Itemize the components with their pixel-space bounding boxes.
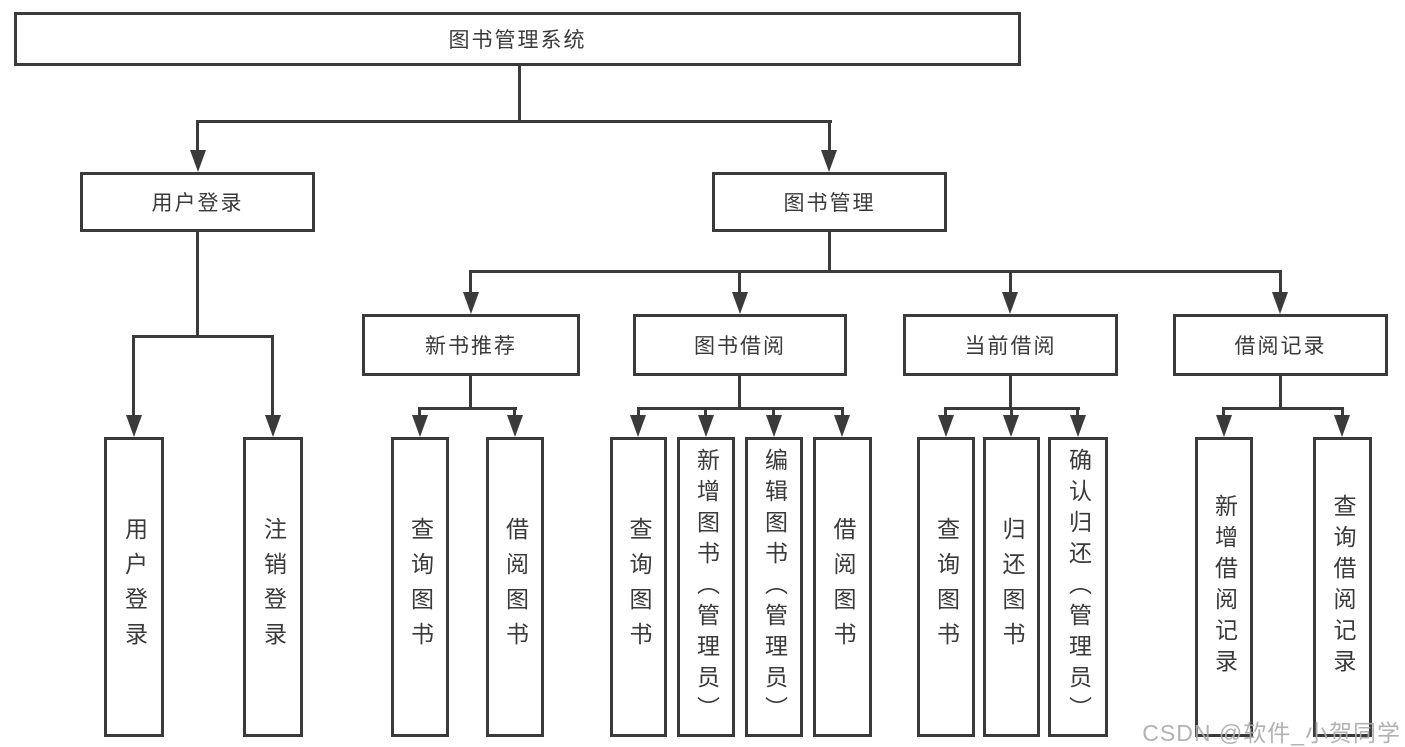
connector-line xyxy=(1222,407,1225,419)
leaf-label: 注销登录 xyxy=(260,517,287,657)
leaf-label: 归还图书 xyxy=(999,517,1025,657)
node-label: 借阅记录 xyxy=(1234,335,1327,358)
arrow-down-icon xyxy=(732,292,748,314)
connector-line xyxy=(772,407,775,419)
connector-line xyxy=(1009,270,1012,296)
leaf-return-books: 归还图书 xyxy=(983,437,1040,737)
leaf-label: 查询图书 xyxy=(626,517,652,657)
connector-line xyxy=(1279,270,1282,296)
leaf-label: 新增借阅记录 xyxy=(1211,494,1238,680)
connector-line xyxy=(132,335,274,338)
connector-line xyxy=(841,407,844,419)
connector-line xyxy=(1076,407,1079,419)
connector-line xyxy=(196,120,199,152)
node-current-borrowing: 当前借阅 xyxy=(903,314,1118,376)
leaf-add-borrow-record: 新增借阅记录 xyxy=(1195,437,1253,737)
node-label: 用户登录 xyxy=(151,192,244,215)
leaf-edit-books-admin: 编辑图书（管理员） xyxy=(745,437,803,737)
node-root-system: 图书管理系统 xyxy=(14,12,1021,66)
node-label: 图书借阅 xyxy=(694,335,786,358)
leaf-label: 借阅图书 xyxy=(502,517,529,657)
leaf-borrow-books-borrowing: 借阅图书 xyxy=(813,437,872,737)
connector-line xyxy=(196,232,199,338)
arrow-down-icon xyxy=(630,415,646,437)
connector-line xyxy=(828,120,831,152)
arrow-down-icon xyxy=(1334,415,1350,437)
leaf-add-books-admin: 新增图书（管理员） xyxy=(677,437,735,737)
connector-line xyxy=(469,376,472,410)
leaf-query-books-recommend: 查询图书 xyxy=(391,437,449,737)
connector-line xyxy=(944,407,947,419)
leaf-confirm-return-admin: 确认归还（管理员） xyxy=(1048,437,1108,737)
connector-line xyxy=(704,407,707,419)
leaf-label: 确认归还（管理员） xyxy=(1065,447,1092,727)
connector-line xyxy=(1341,407,1344,419)
leaf-user-login: 用户登录 xyxy=(104,437,164,737)
arrow-down-icon xyxy=(265,415,281,437)
arrow-down-icon xyxy=(190,150,206,172)
arrow-down-icon xyxy=(1272,292,1288,314)
connector-line xyxy=(738,376,741,410)
leaf-logout: 注销登录 xyxy=(243,437,303,737)
arrow-down-icon xyxy=(821,150,837,172)
connector-line xyxy=(1279,376,1282,410)
node-new-book-recommend: 新书推荐 xyxy=(362,314,580,376)
leaf-query-books-current: 查询图书 xyxy=(917,437,975,737)
connector-line xyxy=(1009,376,1012,410)
arrow-down-icon xyxy=(412,415,428,437)
leaf-label: 查询图书 xyxy=(933,517,960,657)
arrow-down-icon xyxy=(507,415,523,437)
connector-line xyxy=(1222,407,1344,410)
leaf-label: 借阅图书 xyxy=(830,517,856,657)
leaf-label: 用户登录 xyxy=(121,517,148,657)
leaf-query-borrow-record: 查询借阅记录 xyxy=(1313,437,1372,737)
connector-line xyxy=(513,407,516,419)
connector-line xyxy=(738,270,741,296)
node-book-management: 图书管理 xyxy=(712,172,947,232)
arrow-down-icon xyxy=(834,415,850,437)
connector-line xyxy=(132,335,135,419)
connector-line xyxy=(518,66,521,120)
connector-line xyxy=(196,120,832,123)
connector-line xyxy=(418,407,421,419)
leaf-borrow-books-recommend: 借阅图书 xyxy=(486,437,544,737)
connector-line xyxy=(271,335,274,419)
connector-line xyxy=(1010,407,1013,419)
arrow-down-icon xyxy=(463,292,479,314)
arrow-down-icon xyxy=(1003,415,1019,437)
leaf-label: 新增图书（管理员） xyxy=(693,447,720,727)
node-label: 图书管理系统 xyxy=(448,29,587,52)
leaf-label: 查询图书 xyxy=(407,517,434,657)
arrow-down-icon xyxy=(1002,292,1018,314)
arrow-down-icon xyxy=(698,415,714,437)
connector-line xyxy=(469,270,1282,273)
connector-line xyxy=(828,232,831,270)
leaf-label: 编辑图书（管理员） xyxy=(761,447,788,727)
leaf-label: 查询借阅记录 xyxy=(1330,494,1356,680)
node-label: 图书管理 xyxy=(783,192,876,215)
node-book-borrowing: 图书借阅 xyxy=(633,314,847,376)
arrow-down-icon xyxy=(938,415,954,437)
node-user-login: 用户登录 xyxy=(80,172,315,232)
arrow-down-icon xyxy=(126,415,142,437)
connector-line xyxy=(637,407,640,419)
csdn-watermark: CSDN @软件_小贺同学 xyxy=(1142,720,1401,746)
connector-line xyxy=(418,407,517,410)
leaf-query-books-borrowing: 查询图书 xyxy=(610,437,667,737)
arrow-down-icon xyxy=(1070,415,1086,437)
node-label: 新书推荐 xyxy=(425,335,517,358)
arrow-down-icon xyxy=(1216,415,1232,437)
arrow-down-icon xyxy=(766,415,782,437)
node-label: 当前借阅 xyxy=(964,335,1057,358)
connector-line xyxy=(469,270,472,296)
node-borrowing-records: 借阅记录 xyxy=(1173,314,1388,376)
connector-line xyxy=(637,407,844,410)
